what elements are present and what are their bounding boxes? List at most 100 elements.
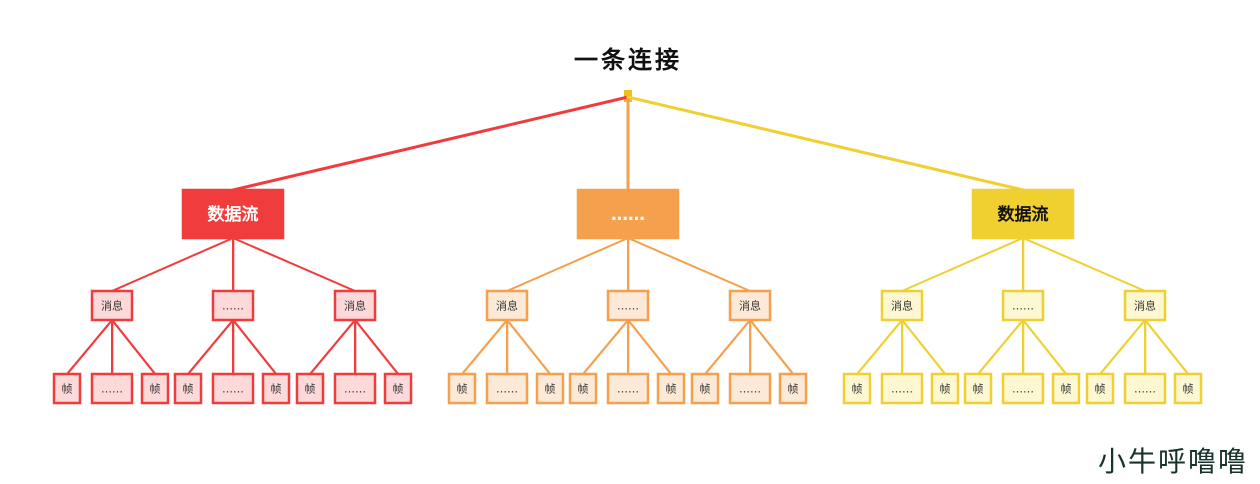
message-box-label: 消息	[1134, 298, 1156, 312]
frame-box	[606, 372, 650, 405]
message-frame-link	[461, 319, 508, 375]
message-box	[1123, 289, 1167, 322]
frame-box	[333, 372, 377, 405]
frame-box-label: 帧	[666, 381, 677, 395]
frame-box-label: ……	[891, 382, 913, 395]
message-box	[1001, 289, 1045, 322]
message-frame-link	[506, 319, 551, 375]
frame-box-label: ……	[101, 382, 123, 395]
message-frame-link-sketch	[750, 319, 795, 375]
frame-box	[383, 372, 413, 405]
frame-box	[1001, 372, 1045, 405]
frame-box-label: 帧	[1183, 381, 1194, 395]
stream-box	[576, 188, 680, 240]
frame-box	[295, 372, 325, 405]
message-box	[333, 289, 377, 322]
message-box-label: 消息	[739, 298, 761, 312]
frame-box-label: 帧	[183, 381, 194, 395]
stream-box-label: ……	[611, 205, 645, 225]
connection-stream-link-sketch	[628, 96, 1025, 191]
frame-box-label: 帧	[973, 381, 984, 395]
message-frame-link-sketch	[902, 319, 947, 375]
stream-message-link-sketch	[628, 237, 752, 292]
frame-box	[52, 372, 82, 405]
stream-message-link-sketch	[112, 237, 235, 292]
stream-box-label: 数据流	[998, 204, 1049, 225]
message-frame-link	[309, 319, 356, 375]
frame-box-label: 帧	[457, 381, 468, 395]
stream-message-link-sketch	[1023, 237, 1147, 292]
message-box-label: 消息	[344, 298, 366, 312]
frame-box	[90, 372, 134, 405]
message-box-label: 消息	[891, 298, 913, 312]
frame-box	[656, 372, 686, 405]
message-box-label: 消息	[496, 298, 518, 312]
stream-message-link-sketch	[507, 237, 630, 292]
message-frame-link	[66, 319, 113, 375]
frame-box	[1085, 372, 1115, 405]
message-frame-link-sketch	[112, 319, 157, 375]
message-frame-link-sketch	[1145, 319, 1190, 375]
frame-box-label: ……	[1012, 382, 1034, 395]
stream-message-link-sketch	[233, 237, 357, 292]
message-frame-link	[627, 319, 672, 375]
message-frame-link-sketch	[857, 319, 904, 375]
frame-box	[1051, 372, 1081, 405]
message-box-label: ……	[1012, 299, 1034, 312]
frame-box	[690, 372, 720, 405]
frame-box-label: ……	[739, 382, 761, 395]
frame-box-label: 帧	[271, 381, 282, 395]
frame-box	[535, 372, 565, 405]
message-frame-link-sketch	[583, 319, 630, 375]
frame-box	[880, 372, 924, 405]
author-watermark: 小牛呼噜噜	[1097, 445, 1248, 478]
message-frame-link-sketch	[705, 319, 752, 375]
frame-box	[485, 372, 529, 405]
frame-box	[140, 372, 170, 405]
frame-box-label: 帧	[62, 381, 73, 395]
frame-box-label: ……	[222, 382, 244, 395]
stream-box-label: 数据流	[208, 204, 259, 225]
frame-box-label: ……	[344, 382, 366, 395]
stream-box	[971, 188, 1075, 240]
message-frame-link-sketch	[188, 319, 235, 375]
message-frame-link	[187, 319, 234, 375]
frame-box-label: ……	[617, 382, 639, 395]
frame-box-label: 帧	[1061, 381, 1072, 395]
frame-box-label: ……	[1134, 382, 1156, 395]
message-frame-link-sketch	[1100, 319, 1147, 375]
frame-box	[1173, 372, 1203, 405]
message-box-label: 消息	[101, 298, 123, 312]
stream-box	[181, 188, 285, 240]
message-frame-link	[749, 319, 794, 375]
message-box-label: ……	[617, 299, 639, 312]
frame-box-label: 帧	[578, 381, 589, 395]
frame-box	[447, 372, 477, 405]
message-frame-link-sketch	[462, 319, 509, 375]
message-frame-link	[977, 319, 1024, 375]
frame-box	[963, 372, 993, 405]
connection-stream-link-sketch	[233, 96, 630, 191]
message-frame-link	[354, 319, 399, 375]
frame-box-label: ……	[496, 382, 518, 395]
message-box	[880, 289, 924, 322]
frame-box-label: 帧	[788, 381, 799, 395]
diagram-title: 一条连接	[574, 46, 682, 74]
message-frame-link	[704, 319, 751, 375]
message-frame-link	[856, 319, 903, 375]
message-box	[728, 289, 772, 322]
frame-box-label: 帧	[940, 381, 951, 395]
message-box	[90, 289, 134, 322]
message-frame-link-sketch	[67, 319, 114, 375]
message-box	[211, 289, 255, 322]
message-frame-link-sketch	[310, 319, 357, 375]
message-frame-link	[1099, 319, 1146, 375]
message-box-label: ……	[222, 299, 244, 312]
frame-box-label: 帧	[150, 381, 161, 395]
frame-box	[778, 372, 808, 405]
frame-box-label: 帧	[1095, 381, 1106, 395]
message-box	[485, 289, 529, 322]
frame-box	[842, 372, 872, 405]
message-box	[606, 289, 650, 322]
message-frame-link-sketch	[628, 319, 673, 375]
